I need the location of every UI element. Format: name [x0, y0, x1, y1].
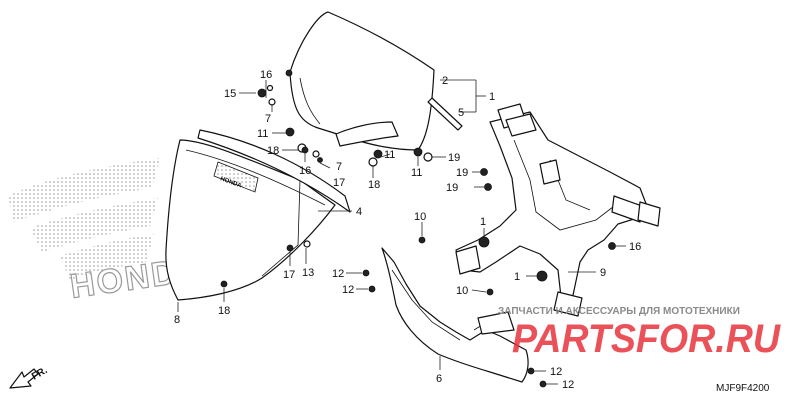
shop-watermark: ЗАПЧАСТИ И АКСЕССУАРЫ ДЛЯ МОТОТЕХНИКИ PA… [498, 306, 781, 361]
shop-tagline: ЗАПЧАСТИ И АКСЕССУАРЫ ДЛЯ МОТОТЕХНИКИ [498, 306, 740, 317]
front-direction-indicator: FR. [9, 365, 50, 389]
callout-19: 19 [446, 182, 458, 194]
callout-17: 17 [283, 269, 295, 281]
callout-12: 12 [342, 284, 354, 296]
callout-6: 6 [436, 373, 442, 385]
part-18-grommet-icon [368, 157, 378, 167]
arrow-down-left-icon [9, 368, 39, 389]
callout-1: 1 [514, 271, 520, 283]
callout-14: 15 [224, 88, 236, 100]
part-16-collar-icon [317, 157, 323, 163]
part-15-clip-icon [608, 242, 616, 250]
callout-16: 17 [333, 177, 345, 189]
callout-11: 11 [411, 167, 422, 179]
callout-9: 9 [600, 267, 606, 279]
part-12-screw-icon [527, 367, 535, 375]
part-7-washer-icon [312, 150, 320, 158]
direction-label: FR. [30, 365, 50, 383]
callout-12: 12 [562, 379, 574, 391]
part-13-nut-icon [303, 240, 311, 248]
callout-18: 19 [448, 152, 460, 164]
part-17-clip-icon [220, 280, 228, 288]
part-19-bolt-icon [484, 183, 492, 191]
part-12-screw-icon [362, 269, 370, 277]
callout-labels: 2 1 5 4 16 15 7 11 18 16 7 17 11 18 11 1… [174, 69, 641, 391]
part-10-screw-icon [418, 236, 426, 244]
callout-11: 11 [257, 128, 268, 140]
callout-17: 18 [218, 305, 230, 317]
callout-10: 10 [456, 285, 468, 297]
part-14-screw-icon [257, 88, 267, 98]
part-12-screw-icon [368, 285, 376, 293]
callout-13: 13 [302, 267, 314, 279]
part-18-grommet-icon [423, 152, 433, 162]
shop-name: PARTSFOR.RU [512, 317, 781, 361]
part-16-collar-icon [266, 84, 274, 92]
part-14-screw-icon [301, 146, 309, 154]
callout-12: 12 [550, 366, 562, 378]
part-11-nut-icon [285, 127, 295, 137]
callout-2: 1 [489, 91, 495, 103]
callout-18: 18 [368, 179, 380, 191]
callout-1: 1 [480, 216, 486, 228]
part-8-side-cowl: HONDA [165, 139, 336, 301]
callout-12: 12 [332, 268, 344, 280]
callout-18: 18 [267, 145, 279, 157]
part-11-nut-icon [413, 147, 423, 157]
callout-16: 16 [260, 69, 272, 81]
part-9-stay-frame [455, 103, 661, 317]
callout-4: 4 [356, 206, 362, 218]
callout-3: 2 [442, 75, 448, 87]
callout-15: 16 [629, 241, 641, 253]
callout-7: 7 [336, 161, 342, 173]
callout-14: 16 [299, 165, 311, 177]
callout-7: 7 [265, 113, 271, 125]
part-19-bolt-icon [480, 168, 488, 176]
callout-10: 10 [414, 211, 426, 223]
part-6-under-cover [381, 247, 529, 383]
callout-8: 8 [174, 314, 180, 326]
callout-5: 5 [458, 107, 464, 119]
part-17-clip-icon [286, 244, 294, 252]
part-5-seal-strip [427, 97, 463, 131]
part-12-screw-icon [539, 380, 547, 388]
part-4-edge-trim [197, 129, 351, 213]
leader-lines [177, 79, 626, 385]
callout-11: 11 [384, 149, 395, 161]
callout-19: 19 [456, 167, 468, 179]
diagram-code: MJF9F4200 [716, 383, 770, 394]
part-10-screw-icon [486, 288, 494, 296]
part-3-windscreen [285, 11, 435, 151]
